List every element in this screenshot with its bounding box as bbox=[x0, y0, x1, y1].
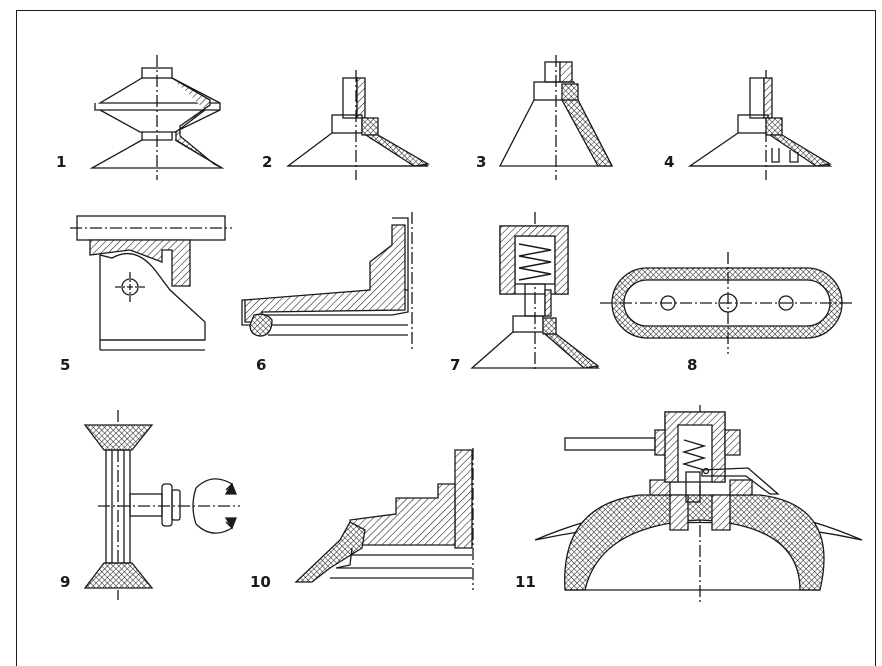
label-8: 8 bbox=[687, 356, 697, 374]
label-6: 6 bbox=[256, 356, 266, 374]
item-7-spring-cup bbox=[470, 212, 600, 372]
item-10-lip-cup bbox=[294, 448, 474, 590]
label-10: 10 bbox=[250, 573, 271, 591]
label-3: 3 bbox=[476, 153, 486, 171]
item-8-oval-cup bbox=[600, 252, 852, 354]
item-2-flat-cup bbox=[286, 70, 430, 180]
item-11-dome-cup bbox=[534, 405, 863, 605]
label-2: 2 bbox=[262, 153, 272, 171]
figure-frame bbox=[16, 10, 876, 666]
item-1-bellows-cup bbox=[89, 55, 225, 180]
item-6-flat-gripper bbox=[241, 212, 413, 352]
label-7: 7 bbox=[450, 356, 460, 374]
label-9: 9 bbox=[60, 573, 70, 591]
label-4: 4 bbox=[664, 153, 674, 171]
label-11: 11 bbox=[515, 573, 536, 591]
item-9-double-cup bbox=[83, 410, 240, 600]
label-5: 5 bbox=[60, 356, 70, 374]
item-5-swivel-mount bbox=[70, 215, 232, 351]
item-3-conical-cup bbox=[498, 55, 614, 180]
label-1: 1 bbox=[56, 153, 66, 171]
item-4-cup-with-ribs bbox=[687, 70, 833, 180]
